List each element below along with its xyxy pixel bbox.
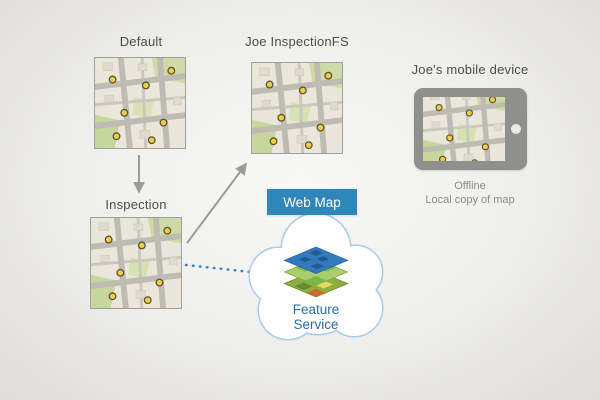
feature-service-label: Feature Service — [292, 302, 340, 332]
label-inspection: Inspection — [105, 197, 167, 212]
device-caption-local-copy: Local copy of map — [425, 194, 515, 206]
label-mobile-device: Joe's mobile device — [411, 62, 529, 77]
label-default: Default — [119, 34, 163, 49]
layers-icon-top-layer — [283, 246, 349, 275]
tablet-screen-map — [423, 97, 505, 161]
tablet-home-button — [511, 124, 521, 134]
web-map-label: Web Map — [283, 194, 341, 210]
label-joe-inspectionfs: Joe InspectionFS — [245, 34, 349, 49]
default-map-thumbnail — [94, 57, 186, 149]
inspection-map-thumbnail — [90, 217, 182, 309]
device-status-offline: Offline — [454, 180, 486, 192]
web-map-banner: Web Map — [267, 189, 357, 215]
joe-inspectionfs-map-thumbnail — [251, 62, 343, 154]
tablet-device — [414, 88, 527, 170]
map-layers-stack-icon — [282, 240, 350, 302]
